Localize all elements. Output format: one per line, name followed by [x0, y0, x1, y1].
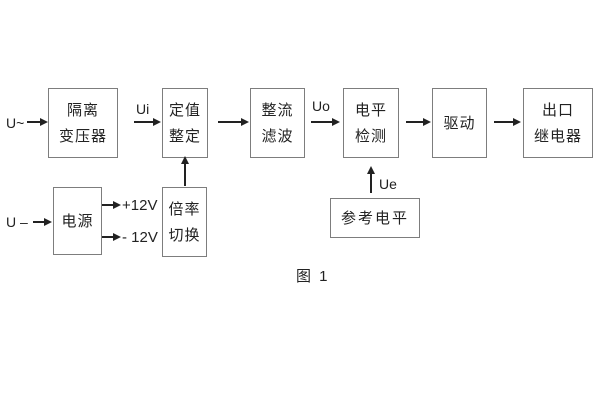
block-label: 参考电平 — [340, 209, 409, 227]
block-label: 隔离 — [66, 101, 99, 119]
arrow-minus-12v — [102, 233, 121, 241]
ue-signal-label: Ue — [379, 176, 397, 192]
block-label: 整定 — [168, 127, 201, 145]
block-label: 检测 — [354, 127, 387, 145]
block-label: 驱动 — [443, 114, 476, 132]
block-ratio-switching: 倍率 切换 — [162, 187, 207, 257]
block-isolation-transformer: 隔离 变压器 — [48, 88, 118, 158]
arrow-dc-input — [33, 218, 52, 226]
arrow-uo — [311, 118, 340, 126]
arrow-setting-to-rectifier — [218, 118, 249, 126]
block-label: 滤波 — [261, 127, 294, 145]
block-label: 电平 — [354, 101, 387, 119]
block-label: 变压器 — [58, 127, 107, 145]
block-label: 整流 — [261, 101, 294, 119]
block-power-supply: 电源 — [53, 187, 102, 255]
block-label: 电源 — [61, 212, 94, 230]
block-label: 出口 — [541, 101, 574, 119]
block-output-relay: 出口 继电器 — [523, 88, 593, 158]
block-drive: 驱动 — [432, 88, 487, 158]
minus-12v-label: - 12V — [122, 229, 158, 246]
arrow-drive-to-relay — [494, 118, 521, 126]
dc-input-label: U – — [6, 214, 28, 230]
arrow-ac-input — [27, 118, 48, 126]
figure-caption: 图 1 — [296, 268, 330, 285]
block-label: 切换 — [168, 226, 201, 244]
arrow-ui — [134, 118, 161, 126]
uo-signal-label: Uo — [312, 98, 330, 114]
block-level-detection: 电平 检测 — [343, 88, 399, 158]
arrow-ue — [367, 166, 375, 193]
ui-signal-label: Ui — [136, 101, 150, 117]
block-label: 继电器 — [533, 127, 582, 145]
block-setting-adjustment: 定值 整定 — [162, 88, 208, 158]
block-label: 倍率 — [168, 200, 201, 218]
block-reference-level: 参考电平 — [330, 198, 420, 238]
plus-12v-label: +12V — [122, 197, 158, 214]
block-label: 定值 — [168, 101, 201, 119]
arrow-plus-12v — [102, 201, 121, 209]
arrow-ratio-to-setting — [181, 156, 189, 186]
block-rectifier-filter: 整流 滤波 — [250, 88, 305, 158]
arrow-level-to-drive — [406, 118, 431, 126]
ac-input-label: U~ — [6, 115, 25, 131]
